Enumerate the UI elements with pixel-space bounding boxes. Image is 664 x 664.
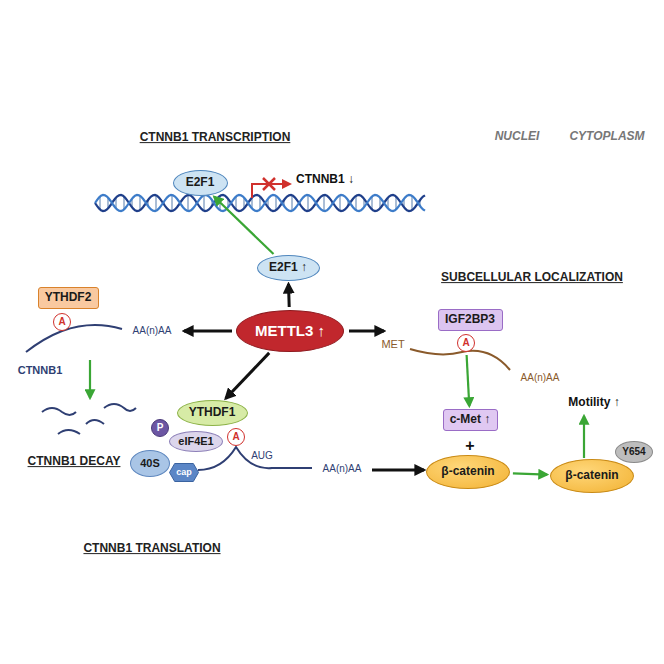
mrna-strand (26, 325, 122, 352)
black-arrow (349, 330, 384, 333)
node-text: NUCLEI (495, 130, 540, 144)
mrna-fragments (42, 404, 136, 434)
text-label: CTNNB1 (18, 364, 63, 377)
text-label: AUG (251, 450, 273, 462)
black-arrow (372, 469, 424, 472)
cap-hexagon: cap (169, 463, 199, 482)
m6a-mark: A (227, 428, 245, 446)
node-text: eIF4E1 (178, 435, 213, 448)
node-text: P (157, 422, 164, 434)
arrow-connector (287, 284, 291, 307)
node-text: IGF2BP3 (445, 313, 495, 327)
text-label: AA(n)AA (323, 463, 362, 475)
node-text: A (462, 337, 469, 349)
text-label: + (465, 437, 474, 455)
text-label: Motility ↑ (568, 396, 619, 410)
node-text: c-Met ↑ (450, 413, 491, 427)
node-text: E2F1 ↑ (269, 261, 307, 275)
node-text: β-catenin (441, 465, 494, 479)
node-text: cap (176, 467, 192, 477)
text-label: CTNNB1 DECAY (28, 455, 121, 469)
node-text: E2F1 (186, 176, 215, 190)
mrna-strand (198, 447, 312, 470)
node-text: CTNNB1 TRANSCRIPTION (140, 131, 291, 145)
reader-box: IGF2BP3 (438, 309, 503, 331)
reader-box: YTHDF2 (38, 287, 99, 309)
text-label: AA(n)AA (521, 372, 560, 384)
protein-ellipse: β-catenin (550, 459, 634, 493)
black-arrow (184, 330, 232, 333)
arrow-connector (467, 355, 470, 406)
node-text: A (232, 431, 239, 443)
text-label: AA(n)AA (133, 325, 172, 337)
text-label: MET (381, 338, 404, 351)
phospho-mark: P (151, 419, 169, 437)
enzyme-ellipse: METTL3 ↑ (236, 310, 344, 352)
protein-box: c-Met ↑ (443, 409, 498, 431)
protein-ellipse: E2F1 ↑ (257, 255, 320, 281)
arrow-connector (226, 353, 270, 399)
node-text: METTL3 ↑ (255, 322, 325, 339)
reader-ellipse: YTHDF1 (177, 400, 248, 426)
arrow-connector (214, 197, 273, 254)
green-arrow (583, 416, 585, 458)
text-label: CTNNB1 ↓ (296, 173, 354, 187)
ribosome-subunit: 40S (130, 450, 170, 477)
text-label: SUBCELLULAR LOCALIZATION (441, 271, 623, 285)
factor-ellipse: eIF4E1 (169, 431, 223, 452)
dna-helix (95, 195, 425, 211)
green-arrow (89, 360, 91, 398)
x-mark (263, 178, 275, 190)
text-label: CYTOPLASM (569, 130, 644, 144)
nucleus-outline (0, 0, 664, 260)
text-label: CTNNB1 TRANSLATION (83, 542, 220, 556)
node-text: YTHDF2 (45, 291, 92, 305)
site-badge: Y654 (615, 441, 653, 463)
nucleus-region: CTNNB1 TRANSCRIPTION NUCLEI E2F1 (0, 0, 664, 260)
node-text: YTHDF1 (189, 406, 236, 420)
protein-ellipse: β-catenin (426, 455, 510, 489)
mrna-strand (410, 349, 510, 370)
protein-ellipse: E2F1 (173, 170, 228, 196)
node-text: Y654 (622, 446, 645, 458)
node-text: A (58, 316, 65, 328)
node-text: 40S (140, 457, 160, 470)
m6a-mark: A (457, 334, 475, 352)
node-text: β-catenin (565, 469, 618, 483)
arrow-connector (513, 473, 547, 474)
m6a-mark: A (53, 313, 71, 331)
